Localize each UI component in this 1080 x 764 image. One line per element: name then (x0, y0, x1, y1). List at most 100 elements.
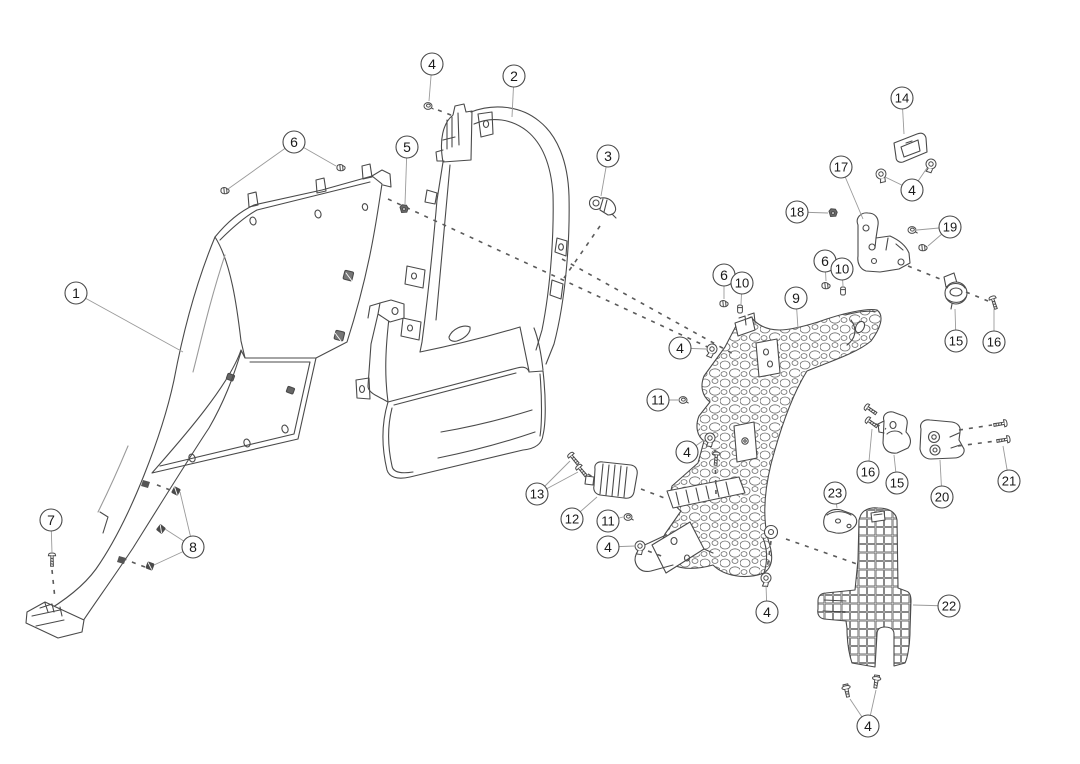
callout-5[interactable]: 5 (395, 135, 419, 159)
callout-number: 23 (828, 486, 842, 501)
fastener-clipdark-icon (145, 561, 155, 571)
callout-circle[interactable] (982, 330, 1006, 354)
callout-4[interactable]: 4 (856, 714, 880, 738)
callout-circle[interactable] (646, 388, 670, 412)
assembly-dashed-line (647, 550, 665, 558)
callout-number: 15 (949, 334, 963, 349)
callout-11[interactable]: 11 (596, 509, 620, 533)
callout-10[interactable]: 10 (830, 257, 854, 281)
callout-number: 4 (676, 340, 684, 356)
callout-circle[interactable] (856, 460, 880, 484)
callout-circle[interactable] (784, 286, 808, 310)
callout-3[interactable]: 3 (596, 144, 620, 168)
callout-circle[interactable] (885, 471, 909, 495)
part-1-quarter-trim-panel (25, 163, 392, 639)
callout-number: 3 (604, 148, 612, 164)
part-3-sensor (588, 195, 617, 219)
callout-12[interactable]: 12 (560, 507, 584, 531)
fastener-nut-icon (828, 208, 838, 218)
callout-circle[interactable] (785, 200, 809, 224)
assembly-dashed-line (957, 440, 997, 447)
callout-number: 12 (565, 512, 579, 527)
callout-4[interactable]: 4 (596, 535, 620, 559)
fastener-grommet-icon (423, 102, 434, 110)
assembly-dashed-line (151, 482, 171, 491)
part-23-wedge (823, 508, 858, 534)
callout-7[interactable]: 7 (39, 508, 63, 532)
callout-circle[interactable] (675, 440, 699, 464)
callout-circle[interactable] (64, 281, 88, 305)
part-14-plate (893, 132, 928, 163)
fastener-screwv-icon (993, 419, 1008, 428)
callout-19[interactable]: 19 (938, 215, 962, 239)
callout-11[interactable]: 11 (646, 388, 670, 412)
callout-10[interactable]: 10 (730, 271, 754, 295)
callout-15[interactable]: 15 (885, 471, 909, 495)
assembly-dashed-line (437, 109, 457, 118)
fastener-clip-icon (719, 300, 729, 308)
callout-22[interactable]: 22 (937, 594, 961, 618)
fastener-bolt-icon (704, 432, 716, 448)
callout-circle[interactable] (596, 535, 620, 559)
callout-16[interactable]: 16 (856, 460, 880, 484)
callout-circle[interactable] (997, 469, 1021, 493)
callout-circle[interactable] (282, 130, 306, 154)
callout-circle[interactable] (502, 64, 526, 88)
callout-16[interactable]: 16 (982, 330, 1006, 354)
assembly-dashed-line (785, 538, 858, 565)
callout-circle[interactable] (525, 482, 549, 506)
assembly-dashed-line (965, 291, 989, 302)
callout-circle[interactable] (930, 485, 954, 509)
callout-21[interactable]: 21 (997, 469, 1021, 493)
callout-6[interactable]: 6 (282, 130, 306, 154)
callout-number: 4 (864, 718, 872, 734)
assembly-dashed-line (587, 473, 597, 480)
callout-circle[interactable] (830, 257, 854, 281)
callout-4[interactable]: 4 (675, 440, 699, 464)
callout-number: 8 (189, 539, 197, 555)
assembly-dashed-line (51, 569, 56, 600)
fastener-flangebolt-icon (871, 674, 882, 689)
callout-number: 19 (943, 220, 957, 235)
callout-13[interactable]: 13 (525, 482, 549, 506)
callout-circle[interactable] (560, 507, 584, 531)
callout-4[interactable]: 4 (755, 600, 779, 624)
callout-circle[interactable] (856, 714, 880, 738)
callout-circle[interactable] (395, 135, 419, 159)
callout-4[interactable]: 4 (900, 178, 924, 202)
callout-9[interactable]: 9 (784, 286, 808, 310)
callout-17[interactable]: 17 (829, 155, 853, 179)
callout-4[interactable]: 4 (668, 336, 692, 360)
callout-circle[interactable] (39, 508, 63, 532)
callout-15[interactable]: 15 (944, 329, 968, 353)
callout-circle[interactable] (596, 144, 620, 168)
callout-circle[interactable] (420, 52, 444, 76)
callout-1[interactable]: 1 (64, 281, 88, 305)
callout-14[interactable]: 14 (890, 86, 914, 110)
callout-circle[interactable] (938, 215, 962, 239)
callout-number: 7 (47, 512, 55, 528)
leader-line (75, 292, 184, 353)
callout-23[interactable]: 23 (823, 481, 847, 505)
fastener-screwv-icon (988, 295, 998, 310)
callout-circle[interactable] (944, 329, 968, 353)
callout-number: 4 (428, 56, 436, 72)
fastener-clipdark-icon (171, 486, 181, 496)
callout-circle[interactable] (181, 535, 205, 559)
callout-8[interactable]: 8 (181, 535, 205, 559)
callout-circle[interactable] (890, 86, 914, 110)
callout-circle[interactable] (900, 178, 924, 202)
callout-18[interactable]: 18 (785, 200, 809, 224)
callout-circle[interactable] (823, 481, 847, 505)
callout-circle[interactable] (668, 336, 692, 360)
callout-4[interactable]: 4 (420, 52, 444, 76)
callout-circle[interactable] (730, 271, 754, 295)
callout-circle[interactable] (596, 509, 620, 533)
callout-circle[interactable] (937, 594, 961, 618)
callout-6[interactable]: 6 (813, 249, 837, 273)
callout-20[interactable]: 20 (930, 485, 954, 509)
callout-circle[interactable] (829, 155, 853, 179)
callout-2[interactable]: 2 (502, 64, 526, 88)
callout-circle[interactable] (755, 600, 779, 624)
